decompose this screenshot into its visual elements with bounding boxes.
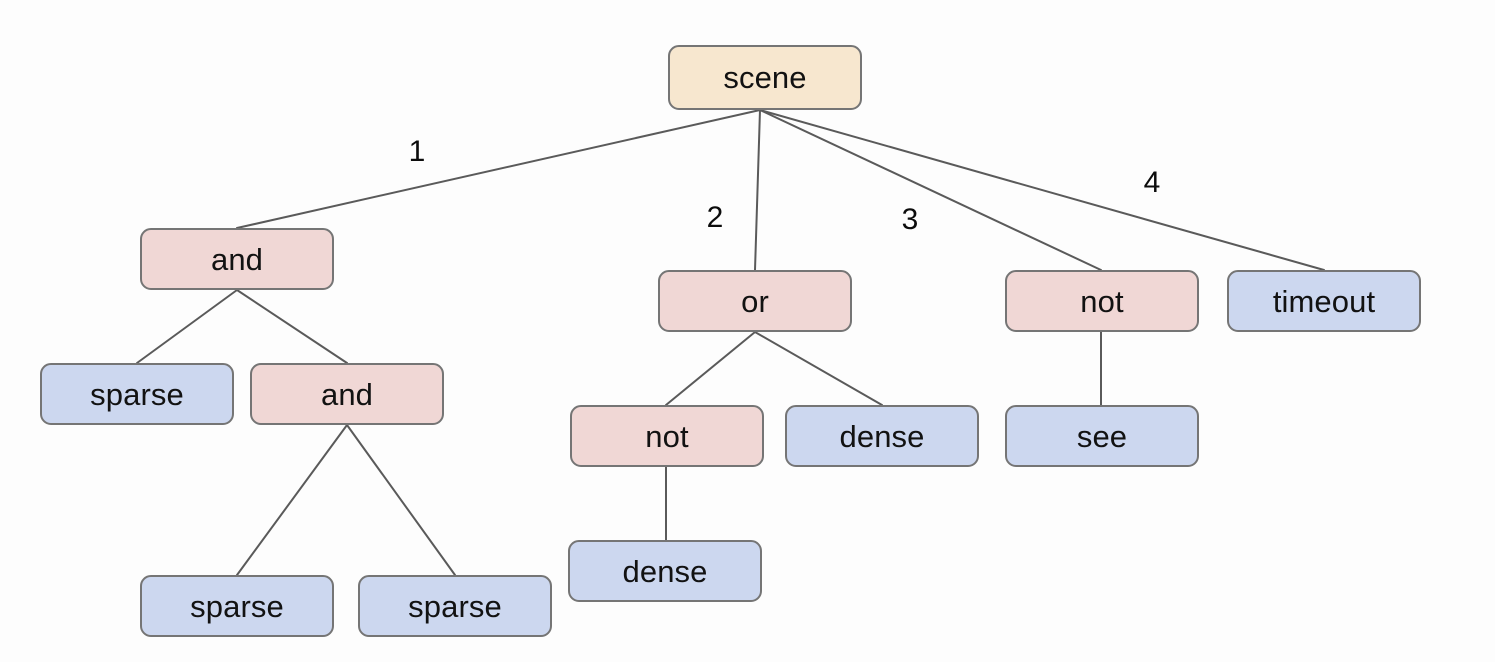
tree-node-label: not — [1080, 283, 1124, 319]
tree-node-label: and — [210, 241, 264, 277]
tree-node-label: scene — [723, 60, 807, 95]
tree-node-dense2[interactable]: dense — [568, 540, 762, 602]
tree-node-not1[interactable]: not — [1005, 270, 1199, 332]
tree-edge — [236, 289, 348, 364]
tree-node-label: sparse — [408, 588, 502, 624]
tree-edge — [754, 331, 883, 406]
tree-edge — [236, 109, 761, 229]
tree-node-sparse2[interactable]: sparse — [140, 575, 334, 637]
tree-node-label: dense — [839, 418, 925, 454]
edge-label-4: 4 — [1143, 166, 1161, 199]
tree-node-and2[interactable]: and — [250, 363, 444, 425]
tree-node-not2[interactable]: not — [570, 405, 764, 467]
edge-label-2: 2 — [706, 201, 724, 234]
tree-node-or1[interactable]: or — [658, 270, 852, 332]
tree-node-and1[interactable]: and — [140, 228, 334, 290]
tree-edge — [759, 109, 1102, 271]
tree-node-dense1[interactable]: dense — [785, 405, 979, 467]
edge-label-3: 3 — [901, 203, 919, 236]
tree-node-scene[interactable]: scene — [668, 45, 862, 110]
tree-node-label: or — [741, 283, 769, 319]
tree-node-label: not — [645, 418, 689, 454]
edge-label-1: 1 — [408, 135, 426, 168]
tree-edge — [754, 109, 761, 271]
tree-node-sparse1[interactable]: sparse — [40, 363, 234, 425]
tree-node-label: and — [320, 376, 374, 412]
tree-node-label: dense — [622, 553, 708, 589]
tree-node-label: timeout — [1272, 283, 1376, 319]
tree-node-sparse3[interactable]: sparse — [358, 575, 552, 637]
tree-node-see1[interactable]: see — [1005, 405, 1199, 467]
tree-node-label: see — [1076, 418, 1128, 454]
tree-node-label: sparse — [90, 376, 184, 412]
tree-node-timeout1[interactable]: timeout — [1227, 270, 1421, 332]
tree-edge — [236, 424, 348, 576]
tree-edge — [346, 424, 456, 576]
tree-edge — [759, 109, 1325, 271]
tree-edge — [136, 289, 238, 364]
tree-edge — [665, 331, 756, 406]
tree-node-label: sparse — [190, 588, 284, 624]
